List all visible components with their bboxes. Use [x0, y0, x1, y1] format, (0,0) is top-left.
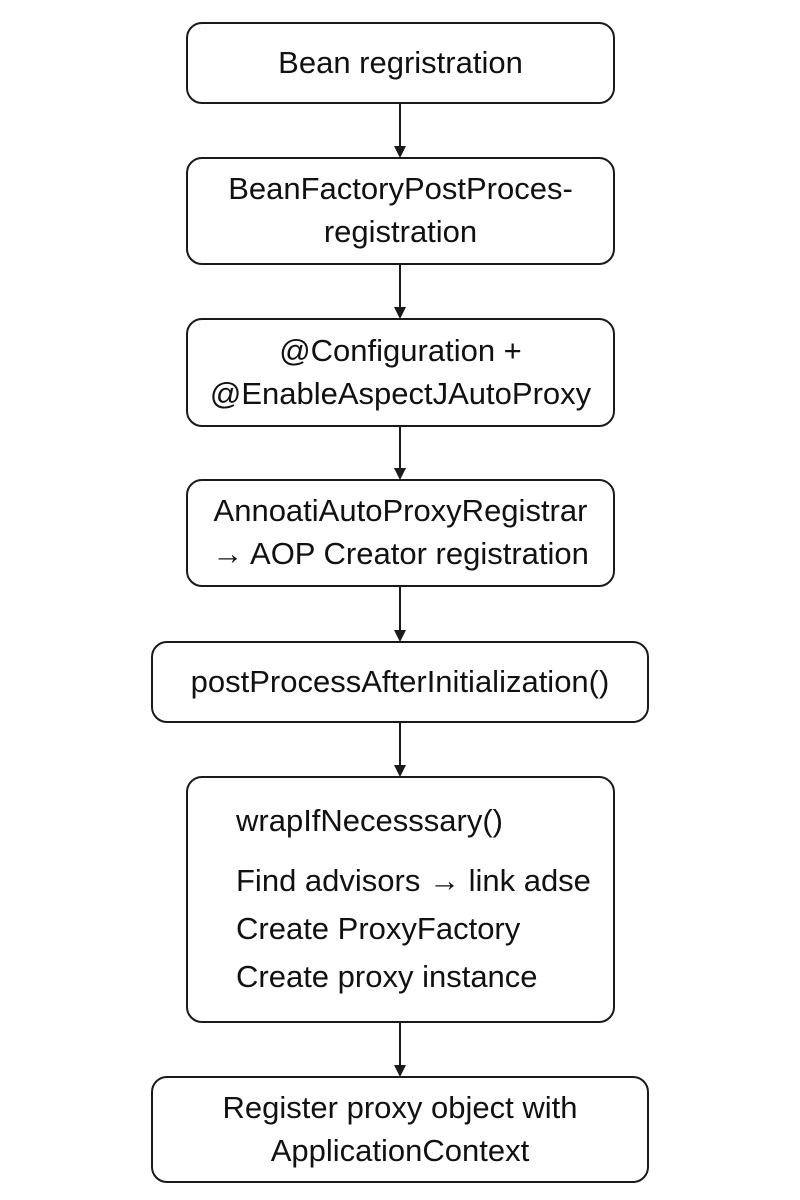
node-post-process-after-init: postProcessAfterInitialization() [151, 641, 649, 723]
node-bean-registration-label: Bean regristration [278, 44, 523, 80]
node-register-proxy-line-2: ApplicationContext [270, 1132, 530, 1168]
node-wrap-if-necessary-step-2: Create ProxyFactory [236, 910, 521, 946]
node-auto-proxy-registrar-line-2: → AOP Creator registration [212, 536, 589, 571]
node-post-process-after-init-label: postProcessAfterInitialization() [190, 663, 610, 699]
node-bean-factory-post-processor-line-1: BeanFactoryPostProces- [228, 171, 573, 207]
node-bean-factory-post-processor: BeanFactoryPostProces- registration [186, 157, 615, 265]
node-wrap-if-necessary-step-3: Create proxy instance [236, 958, 538, 994]
node-register-proxy-line-1: Register proxy object with [222, 1089, 578, 1125]
node-bean-registration: Bean regristration [186, 22, 615, 104]
node-register-proxy: Register proxy object with ApplicationCo… [151, 1076, 649, 1183]
node-auto-proxy-registrar: AnnoatiAutoProxyRegistrar → AOP Creator … [186, 479, 615, 587]
node-configuration-enable-aspectj: @Configuration + @EnableAspectJAutoProxy [186, 318, 615, 427]
node-configuration-enable-aspectj-line-2: @EnableAspectJAutoProxy [209, 375, 592, 411]
node-wrap-if-necessary: wrapIfNecesssary() Find advisors → link … [186, 776, 615, 1023]
node-wrap-if-necessary-step-1: Find advisors → link adse [236, 862, 591, 898]
node-bean-factory-post-processor-line-2: registration [323, 214, 478, 249]
node-configuration-enable-aspectj-line-1: @Configuration + [279, 332, 522, 368]
node-auto-proxy-registrar-line-1: AnnoatiAutoProxyRegistrar [213, 493, 588, 529]
node-wrap-if-necessary-title: wrapIfNecesssary() [236, 803, 503, 838]
